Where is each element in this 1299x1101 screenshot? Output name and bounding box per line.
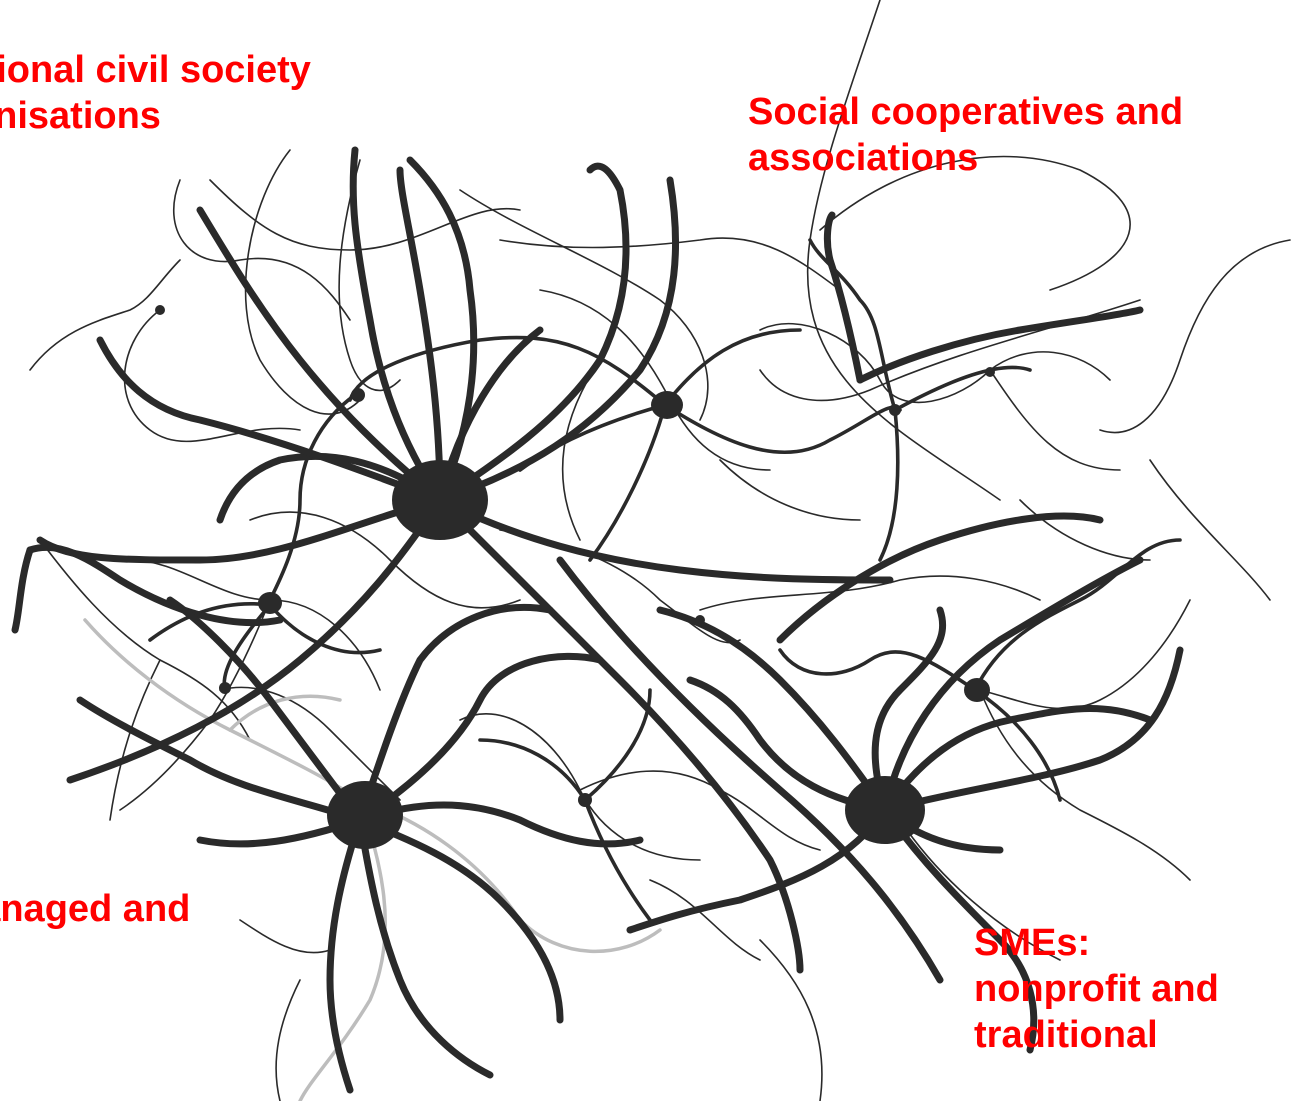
neuron-body-small-3 (219, 682, 231, 694)
label-line: nonprofit and (974, 968, 1219, 1010)
neuron-body-small-7 (985, 367, 995, 377)
label-line: itional civil society (0, 49, 311, 91)
neuron-body-small-4 (155, 305, 165, 315)
label-line: nanaged and (0, 888, 191, 930)
label-line: Social cooperatives and (748, 91, 1184, 133)
label-traditional-civil-society: itional civil society anisations (0, 47, 311, 139)
neuron-bodies (155, 305, 995, 849)
label-line: SMEs: (974, 922, 1091, 964)
label-managed: nanaged and (0, 886, 190, 932)
neuron-body-bottom-left (327, 781, 403, 849)
neuron-body-bottom-right (845, 776, 925, 844)
label-social-cooperatives: Social cooperatives and associations (748, 89, 1183, 181)
neuron-body-small-2 (578, 793, 592, 807)
neuron-body-small-5 (889, 404, 901, 416)
neuron-body-small-1 (351, 388, 365, 402)
neuron-body-right (964, 678, 990, 702)
label-line: associations (748, 137, 979, 179)
label-line: anisations (0, 95, 161, 137)
thick-fibers (11, 146, 1184, 1094)
medium-fibers (148, 238, 1182, 922)
neuron-body-top-middle (651, 391, 683, 419)
light-fibers (83, 618, 662, 1101)
neuron-body-center (392, 460, 488, 540)
label-smes: SMEs: nonprofit and traditional (974, 920, 1219, 1058)
neuron-body-left (258, 592, 282, 614)
neuron-body-small-6 (695, 615, 705, 625)
label-line: traditional (974, 1014, 1158, 1056)
